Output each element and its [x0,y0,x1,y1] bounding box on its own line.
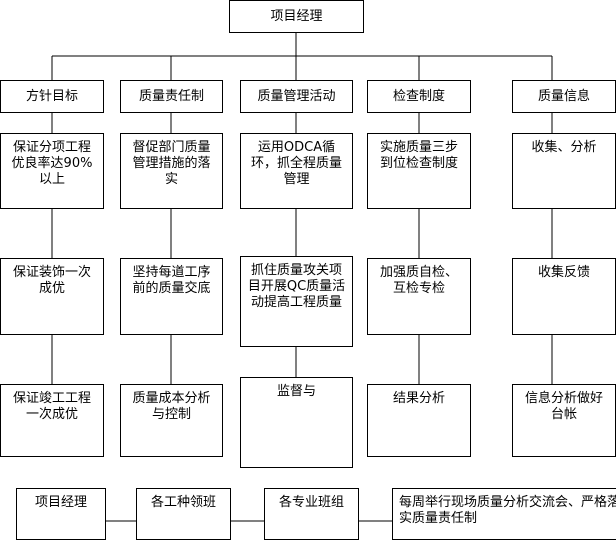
header-label: 质量管理活动 [257,88,336,104]
item-box-5-1: 收集、分析 [512,133,616,209]
item-box-5-3: 信息分析做好台帐 [512,384,616,457]
item-box-4-3: 结果分析 [367,384,471,457]
bottom-text: 每周举行现场质量分析交流会、严格落实质量责任制 [399,495,616,526]
item-text: 保证装饰一次成优 [12,265,91,296]
header-box-5: 质量信息 [512,80,616,113]
bottom-box-project-manager: 项目经理 [16,488,106,540]
item-box-2-2: 坚持每道工序前的质量交底 [120,258,223,335]
item-text: 运用ODCA循环，抓全程质量管理 [250,140,342,187]
header-box-3: 质量管理活动 [240,80,353,113]
header-box-2: 质量责任制 [120,80,223,113]
item-box-2-3: 质量成本分析与控制 [120,384,223,457]
item-box-5-2: 收集反馈 [512,258,616,335]
top-box-label: 项目经理 [270,8,323,24]
header-label: 质量信息 [537,88,590,104]
item-text: 保证竣工工程一次成优 [12,391,91,422]
header-label: 方针目标 [25,88,78,104]
item-box-1-3: 保证竣工工程一次成优 [0,384,104,457]
item-box-1-1: 保证分项工程优良率达90%以上 [0,133,104,209]
item-text: 收集、分析 [531,140,597,155]
item-text: 信息分析做好台帐 [524,391,603,422]
item-box-4-1: 实施质量三步到位检查制度 [367,133,471,209]
item-text: 质量成本分析与控制 [132,391,211,422]
header-box-1: 方针目标 [0,80,104,113]
bottom-text: 各专业班组 [278,495,344,510]
bottom-box-trade-foremen: 各工种领班 [136,488,231,540]
item-box-3-1: 运用ODCA循环，抓全程质量管理 [240,133,353,209]
header-label: 检查制度 [392,88,445,104]
item-text: 收集反馈 [537,265,590,280]
item-text: 保证分项工程优良率达90%以上 [11,140,93,187]
bottom-text: 项目经理 [34,495,87,510]
item-text: 坚持每道工序前的质量交底 [132,265,211,296]
item-text: 结果分析 [392,391,445,406]
bottom-box-specialty-teams: 各专业班组 [264,488,359,540]
item-box-2-1: 督促部门质量管理措施的落实 [120,133,223,209]
header-box-4: 检查制度 [367,80,471,113]
item-box-3-3: 监督与 [240,377,353,468]
item-box-4-2: 加强质自检、互检专检 [367,258,471,335]
item-box-1-2: 保证装饰一次成优 [0,258,104,335]
item-text: 加强质自检、互检专检 [379,265,458,296]
bottom-box-weekly-meeting: 每周举行现场质量分析交流会、严格落实质量责任制 [392,488,616,540]
item-text: 抓住质量攻关项目开展QC质量活动提高工程质量 [247,263,346,310]
item-text: 督促部门质量管理措施的落实 [132,140,211,187]
item-box-3-2: 抓住质量攻关项目开展QC质量活动提高工程质量 [240,256,353,347]
item-text: 监督与 [276,384,316,399]
top-box-project-manager: 项目经理 [229,0,364,33]
bottom-text: 各工种领班 [150,495,216,510]
header-label: 质量责任制 [138,88,204,104]
item-text: 实施质量三步到位检查制度 [379,140,458,171]
